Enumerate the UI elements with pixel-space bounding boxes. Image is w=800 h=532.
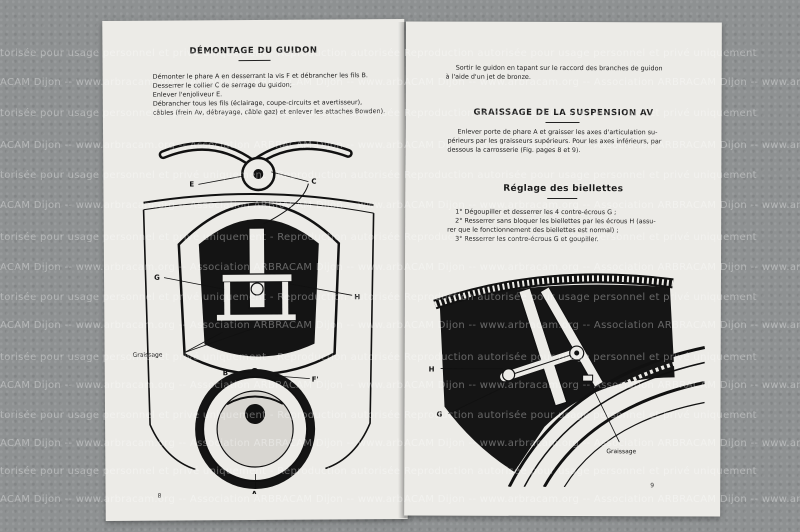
- label-A: A: [252, 490, 258, 495]
- label-F: F': [312, 376, 319, 384]
- suspension-heading-rule: [545, 121, 580, 124]
- biellettes-heading-rule: [547, 197, 578, 200]
- label-H: H: [354, 293, 360, 301]
- label-E: E: [189, 180, 194, 188]
- right-page: Sortir le guidon en tapant sur le raccor…: [404, 21, 722, 517]
- label-C: C: [311, 178, 316, 186]
- page-number-right: 9: [650, 482, 655, 490]
- label-B: B: [223, 369, 228, 377]
- label-G: G: [154, 274, 160, 282]
- instruction-line: câbles (frein Av, débrayage, câble gaz) …: [152, 107, 386, 117]
- suspension-linkage-illustration: H G Graissage: [429, 273, 706, 488]
- left-page: DÉMONTAGE DU GUIDON Démonter le phare A …: [102, 18, 408, 522]
- label-H: H: [429, 366, 435, 374]
- handlebar-headlamp-illustration: E C G H Graissage B F' A: [133, 141, 375, 495]
- suspension-heading: GRAISSAGE DE LA SUSPENSION AV: [473, 107, 654, 119]
- label-G: G: [436, 411, 442, 419]
- page-number-left: 8: [157, 492, 162, 500]
- label-graissage: Graissage: [606, 448, 636, 455]
- label-graissage: Graissage: [133, 352, 163, 359]
- right-intro: Sortir le guidon en tapant sur le raccor…: [446, 64, 714, 83]
- instruction-line: dessous la carrosserie (Fig. pages 8 et …: [447, 145, 581, 155]
- biellettes-steps: 1° Dégoupiller et desserrer les 4 contre…: [447, 208, 715, 245]
- step-line: 3° Resserrer les contre-écrous G et goup…: [455, 234, 599, 244]
- left-instructions: Démonter le phare A en desserrant la vis…: [153, 71, 398, 118]
- biellettes-heading: Réglage des biellettes: [503, 183, 624, 195]
- left-heading-rule: [238, 59, 271, 62]
- left-page-heading: DÉMONTAGE DU GUIDON: [189, 45, 318, 57]
- intro-line: à l'aide d'un jet de bronze.: [445, 72, 531, 81]
- suspension-instructions: Enlever porte de phare A et graisser les…: [447, 128, 715, 156]
